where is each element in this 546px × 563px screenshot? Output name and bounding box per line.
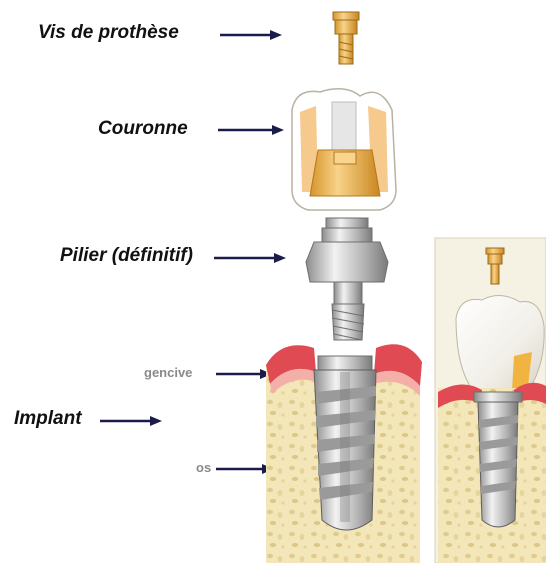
crown [292, 89, 396, 210]
prosthesis-screw [333, 12, 359, 64]
abutment [306, 218, 388, 340]
implant-fixture [314, 356, 376, 530]
assembled-inset [435, 238, 546, 563]
arrow-abutment [214, 253, 286, 263]
arrow-gum [216, 369, 272, 379]
arrow-implant [100, 416, 162, 426]
arrow-screw [220, 30, 282, 40]
arrow-bone [216, 464, 274, 474]
arrow-crown [218, 125, 284, 135]
